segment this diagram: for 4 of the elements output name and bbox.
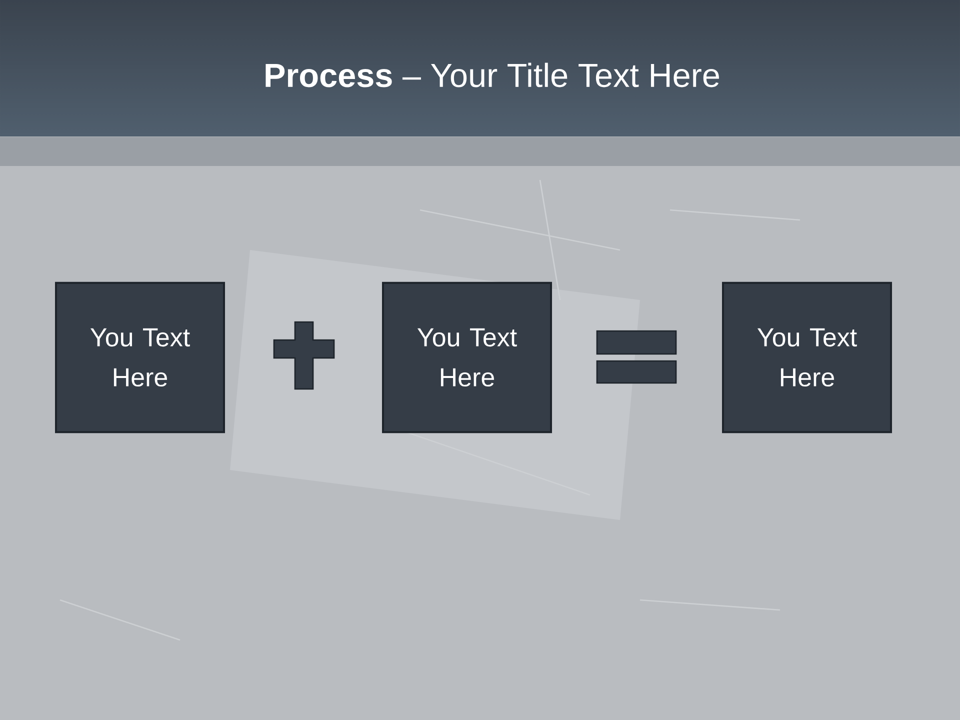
text-box: You Text Here: [382, 282, 552, 434]
slide-title: Process – Your Title Text Here: [266, 62, 719, 88]
text-box: You Text Here: [55, 282, 225, 434]
text-box: You Text Here: [722, 282, 892, 434]
